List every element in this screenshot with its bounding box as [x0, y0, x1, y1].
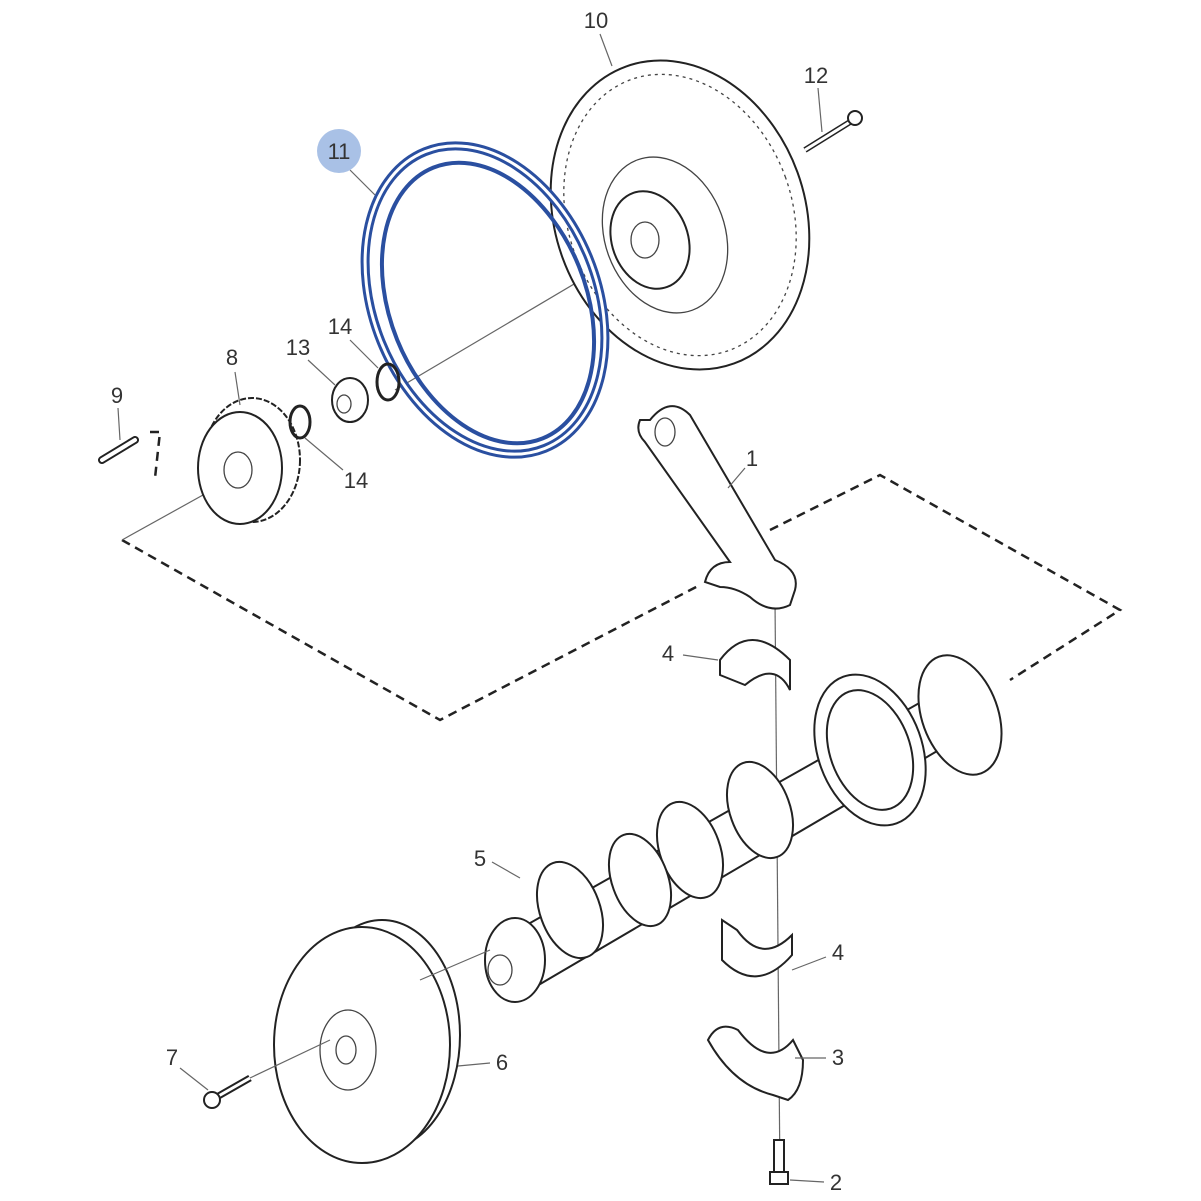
assembly-outline-crank [769, 473, 1123, 682]
callout-2[interactable]: 2 [830, 1170, 842, 1195]
flywheel-bolt[interactable] [803, 110, 863, 153]
bearing-shell-upper[interactable] [719, 639, 791, 691]
vibration-damper[interactable] [273, 919, 461, 1164]
highlight-badge [317, 129, 361, 173]
cap-bolt[interactable] [769, 1139, 789, 1185]
callout-9[interactable]: 9 [111, 383, 123, 408]
leader-lines [117, 33, 827, 1183]
callout-4[interactable]: 4 [832, 940, 844, 965]
callout-8[interactable]: 8 [226, 345, 238, 370]
callout-14[interactable]: 14 [344, 468, 368, 493]
connecting-rod[interactable] [637, 405, 797, 610]
callout-10[interactable]: 10 [584, 8, 608, 33]
pulley-bolt[interactable] [203, 1074, 252, 1109]
retaining-ring[interactable] [375, 362, 401, 402]
callout-11[interactable]: 11 [328, 139, 351, 164]
crankshaft[interactable] [484, 644, 1017, 1003]
bearing-cap[interactable] [706, 1025, 805, 1102]
callout-13[interactable]: 13 [286, 335, 310, 360]
bushing[interactable] [331, 377, 369, 423]
callout-4[interactable]: 4 [662, 641, 674, 666]
callout-3[interactable]: 3 [832, 1045, 844, 1070]
callout-6[interactable]: 6 [496, 1050, 508, 1075]
callout-14[interactable]: 14 [328, 314, 352, 339]
flywheel[interactable] [508, 24, 851, 406]
retaining-ring[interactable] [288, 404, 312, 440]
assembly-outline-gear [121, 538, 701, 722]
ring-gear[interactable] [321, 110, 649, 491]
callout-5[interactable]: 5 [474, 846, 486, 871]
callout-1[interactable]: 1 [746, 446, 758, 471]
callout-12[interactable]: 12 [804, 63, 828, 88]
bearing-shell-lower[interactable] [721, 918, 793, 978]
crankshaft-gear[interactable] [197, 397, 301, 525]
callout-7[interactable]: 7 [166, 1045, 178, 1070]
